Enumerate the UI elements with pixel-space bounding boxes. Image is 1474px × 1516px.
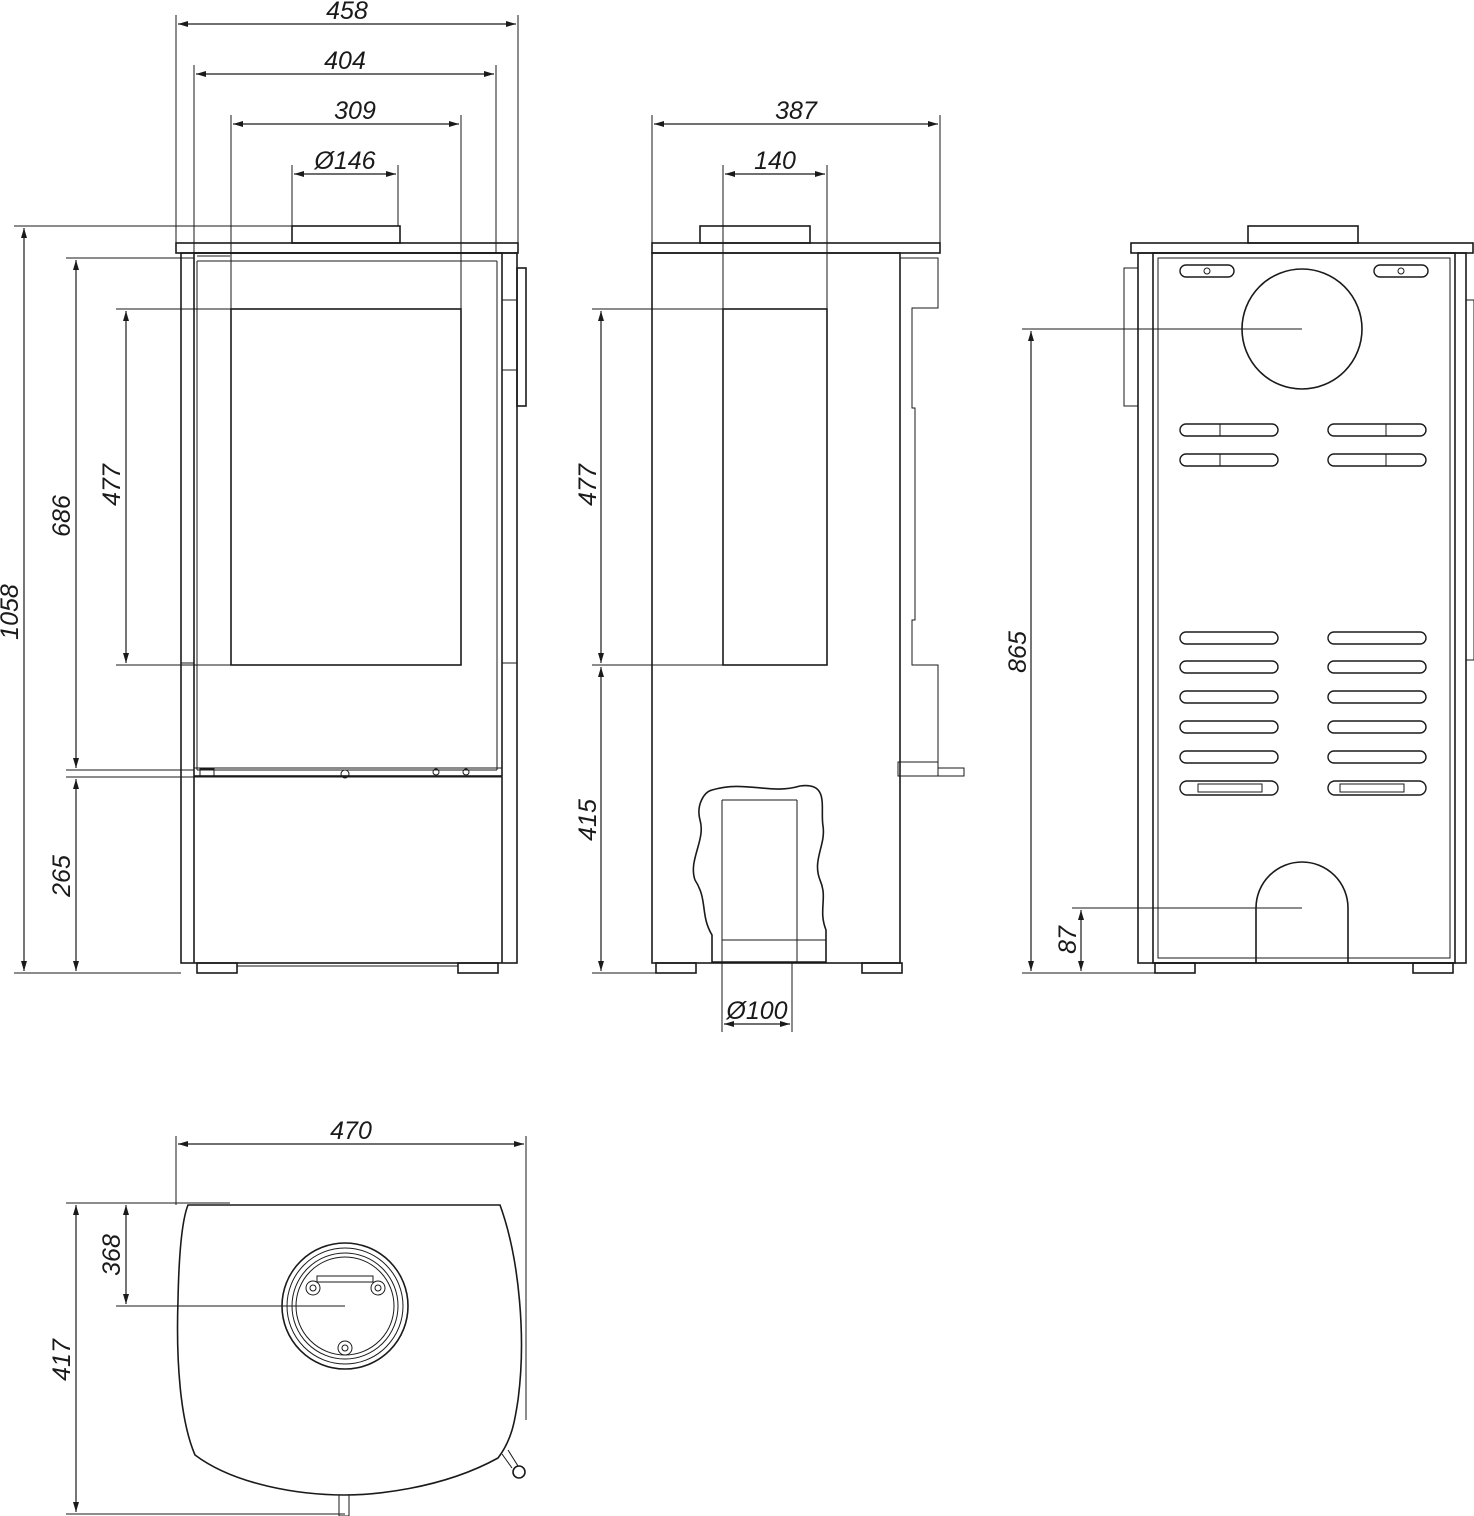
rear-panel <box>1152 252 1456 964</box>
side-view: 387 140 477 415 Ø100 <box>574 97 965 1032</box>
dim-air-inlet-diameter: Ø100 <box>725 997 787 1025</box>
dim-air-inlet-height: 415 <box>574 799 602 841</box>
dim-flue-center-height: 865 <box>1004 631 1032 673</box>
dim-door-height: 686 <box>48 495 76 537</box>
top-view: 470 368 417 <box>48 1117 527 1516</box>
dim-top-width: 470 <box>330 1117 372 1145</box>
front-flue-collar <box>291 225 401 244</box>
side-foot-right <box>861 962 903 974</box>
front-glass <box>230 308 462 666</box>
rear-mount-slot-right <box>1373 264 1429 278</box>
front-top-plate <box>175 242 519 254</box>
dim-side-flue-width: 140 <box>754 147 796 175</box>
dim-side-glass-height: 477 <box>574 463 602 506</box>
top-handle-knob <box>512 1465 526 1479</box>
front-door-handle <box>516 267 527 407</box>
front-foot-left <box>196 962 238 974</box>
dim-flue-diameter: Ø146 <box>313 147 375 175</box>
front-view: 458 404 309 Ø146 1058 686 477 265 <box>0 0 527 974</box>
front-door <box>193 252 503 777</box>
dim-body-width: 404 <box>324 47 366 75</box>
dim-overall-height: 1058 <box>0 584 24 640</box>
side-glass-panel <box>722 308 828 666</box>
dim-depth: 387 <box>775 97 818 125</box>
dim-air-inlet-center-height: 87 <box>1054 925 1082 954</box>
side-flue-collar <box>699 225 811 244</box>
dim-base-height: 265 <box>48 855 76 898</box>
rear-lower-vents <box>1179 631 1427 796</box>
rear-air-inlet <box>1255 861 1349 963</box>
side-air-inlet-cutaway <box>692 784 827 963</box>
dim-front-glass-height: 477 <box>98 463 126 506</box>
dim-glass-width: 309 <box>334 97 376 125</box>
rear-view: 865 87 <box>1004 225 1474 974</box>
rear-foot-right <box>1412 962 1454 974</box>
rear-mount-slot-left <box>1179 264 1235 278</box>
rear-top-plate <box>1130 242 1474 254</box>
rear-foot-left <box>1154 962 1196 974</box>
rear-flue-collar <box>1247 225 1359 244</box>
dim-top-depth: 417 <box>48 1338 76 1381</box>
rear-upper-vents <box>1179 423 1427 467</box>
side-foot-left <box>655 962 697 974</box>
dim-overall-width: 458 <box>326 0 368 25</box>
rear-outer-body <box>1137 252 1467 964</box>
side-top-plate <box>651 242 941 254</box>
front-foot-right <box>457 962 499 974</box>
side-body <box>651 252 901 964</box>
dim-flue-center-depth: 368 <box>98 1234 126 1276</box>
